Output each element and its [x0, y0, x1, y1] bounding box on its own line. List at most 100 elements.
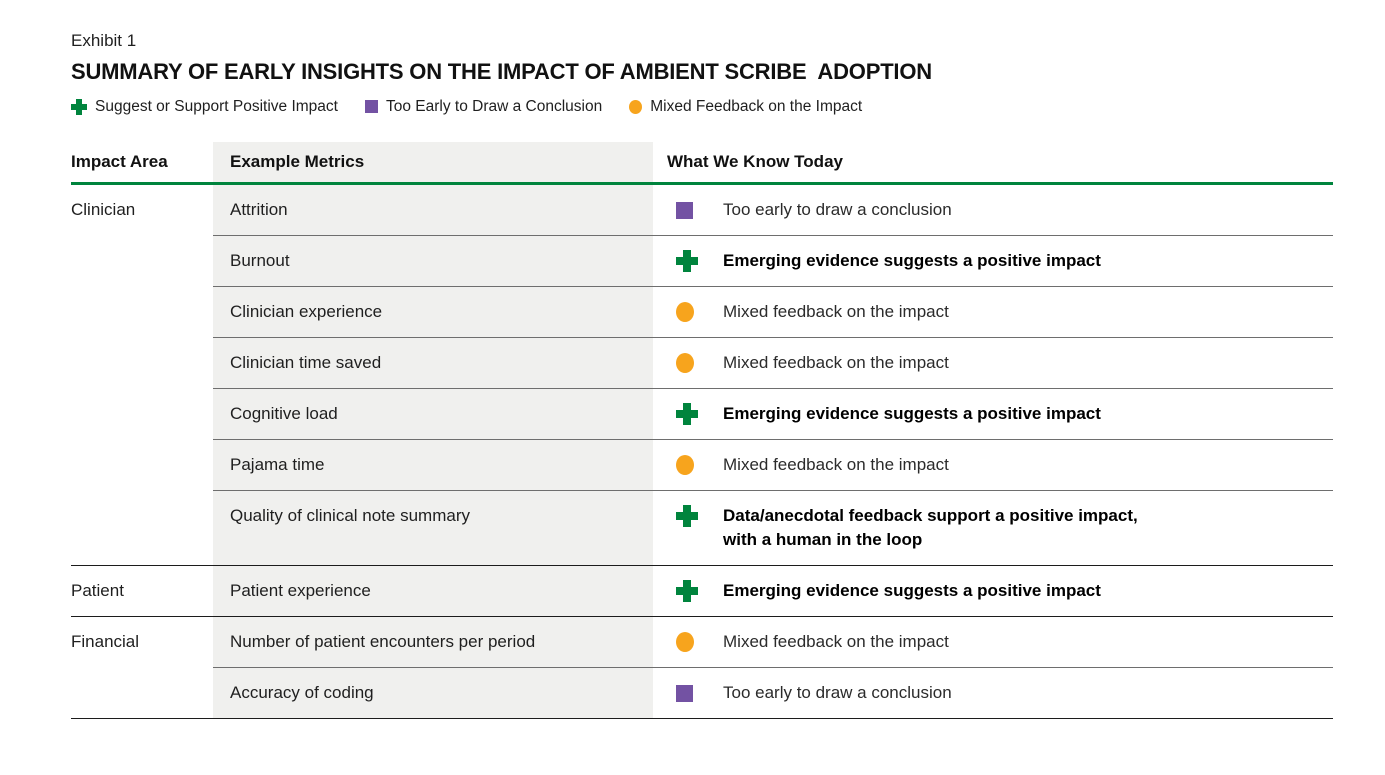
what-we-know-header-cell: What We Know Today: [667, 142, 1333, 182]
impact-area-label: Financial: [71, 632, 140, 651]
impact-area-cell: [71, 439, 213, 490]
table-group: Patient Patient experience Emerging evid…: [71, 565, 1333, 616]
impact-area-label: Patient: [71, 581, 124, 600]
status-text: Emerging evidence suggests a positive im…: [723, 404, 1101, 423]
status-cell: Data/anecdotal feedback support a positi…: [667, 491, 1333, 565]
status-icon-wrap: [667, 579, 723, 603]
status-icon-wrap: [667, 681, 723, 705]
legend-item-mixed: Mixed Feedback on the Impact: [629, 97, 862, 116]
column-gap: [653, 338, 667, 388]
metric-label: Clinician experience: [230, 302, 383, 321]
status-cell: Too early to draw a conclusion: [667, 185, 1333, 235]
status-cell: Emerging evidence suggests a positive im…: [667, 236, 1333, 286]
impact-area-cell: [71, 235, 213, 286]
impact-area-cell: [71, 286, 213, 337]
metric-cell: Cognitive load: [213, 389, 653, 439]
table-header-row: Impact Area Example Metrics What We Know…: [71, 142, 1333, 185]
status-text: Mixed feedback on the impact: [723, 632, 949, 651]
legend-item-positive: Suggest or Support Positive Impact: [71, 97, 338, 116]
table-group: Clinician Attrition Too early to draw a …: [71, 185, 1333, 565]
impact-area-header-cell: Impact Area: [71, 142, 213, 182]
impact-area-cell: [71, 337, 213, 388]
impact-area-cell: Patient: [71, 566, 213, 616]
table-row: Patient Patient experience Emerging evid…: [71, 566, 1333, 616]
square-icon: [676, 201, 693, 219]
status-cell: Emerging evidence suggests a positive im…: [667, 389, 1333, 439]
circle-icon: [629, 99, 643, 114]
impact-area-cell: [71, 388, 213, 439]
status-icon-wrap: [667, 630, 723, 654]
impact-area-cell: Financial: [71, 617, 213, 667]
status-icon-wrap: [667, 504, 723, 528]
metric-cell: Number of patient encounters per period: [213, 617, 653, 667]
table-row: Burnout Emerging evidence suggests a pos…: [71, 235, 1333, 286]
table-row: Clinician experience Mixed feedback on t…: [71, 286, 1333, 337]
metric-label: Quality of clinical note summary: [230, 506, 470, 525]
legend-label: Too Early to Draw a Conclusion: [385, 98, 603, 115]
metric-label: Accuracy of coding: [230, 683, 374, 702]
column-header-example-metrics: Example Metrics: [230, 152, 365, 171]
column-gap: [653, 668, 667, 718]
metric-label: Number of patient encounters per period: [230, 632, 536, 651]
circle-icon: [676, 632, 694, 652]
metric-cell: Patient experience: [213, 566, 653, 616]
status-text: Data/anecdotal feedback support a positi…: [723, 506, 1138, 549]
column-gap: [653, 440, 667, 490]
metric-cell: Burnout: [213, 236, 653, 286]
impact-area-cell: [71, 667, 213, 718]
column-gap: [653, 142, 667, 182]
example-metrics-header-cell: Example Metrics: [213, 142, 653, 182]
table-row: Clinician Attrition Too early to draw a …: [71, 185, 1333, 235]
table-row: Cognitive load Emerging evidence suggest…: [71, 388, 1333, 439]
legend: Suggest or Support Positive Impact Too E…: [71, 97, 1333, 116]
status-text: Mixed feedback on the impact: [723, 455, 949, 474]
column-gap: [653, 287, 667, 337]
column-gap: [653, 491, 667, 565]
status-icon-wrap: [667, 198, 723, 222]
square-icon: [364, 100, 378, 113]
impact-area-cell: [71, 490, 213, 565]
status-icon-wrap: [667, 300, 723, 324]
plus-icon: [676, 250, 698, 272]
status-text: Mixed feedback on the impact: [723, 353, 949, 372]
circle-icon: [676, 353, 694, 373]
status-text: Too early to draw a conclusion: [723, 683, 952, 702]
status-cell: Mixed feedback on the impact: [667, 440, 1333, 490]
status-icon-wrap: [667, 453, 723, 477]
exhibit-page: Exhibit 1 SUMMARY OF EARLY INSIGHTS ON T…: [0, 0, 1385, 719]
impact-table: Impact Area Example Metrics What We Know…: [71, 142, 1333, 719]
impact-area-label: Clinician: [71, 200, 136, 219]
status-text: Emerging evidence suggests a positive im…: [723, 581, 1101, 600]
column-header-impact-area: Impact Area: [71, 152, 168, 171]
table-row: Financial Number of patient encounters p…: [71, 617, 1333, 667]
metric-cell: Accuracy of coding: [213, 668, 653, 718]
plus-icon: [676, 505, 698, 527]
status-cell: Mixed feedback on the impact: [667, 287, 1333, 337]
status-cell: Mixed feedback on the impact: [667, 338, 1333, 388]
plus-icon: [676, 403, 698, 425]
table-row: Accuracy of coding Too early to draw a c…: [71, 667, 1333, 718]
metric-cell: Pajama time: [213, 440, 653, 490]
column-gap: [653, 566, 667, 616]
metric-label: Patient experience: [230, 581, 371, 600]
status-text: Too early to draw a conclusion: [723, 200, 952, 219]
status-text: Emerging evidence suggests a positive im…: [723, 251, 1101, 270]
metric-cell: Clinician time saved: [213, 338, 653, 388]
plus-icon: [676, 580, 698, 602]
table-row: Clinician time saved Mixed feedback on t…: [71, 337, 1333, 388]
table-group: Financial Number of patient encounters p…: [71, 616, 1333, 718]
metric-cell: Attrition: [213, 185, 653, 235]
status-icon-wrap: [667, 351, 723, 375]
metric-label: Burnout: [230, 251, 290, 270]
column-gap: [653, 617, 667, 667]
column-gap: [653, 185, 667, 235]
plus-icon: [71, 99, 87, 115]
column-gap: [653, 236, 667, 286]
metric-cell: Quality of clinical note summary: [213, 491, 653, 565]
metric-cell: Clinician experience: [213, 287, 653, 337]
metric-label: Clinician time saved: [230, 353, 382, 372]
circle-icon: [676, 455, 694, 475]
page-title: SUMMARY OF EARLY INSIGHTS ON THE IMPACT …: [71, 59, 932, 84]
status-cell: Mixed feedback on the impact: [667, 617, 1333, 667]
legend-label: Mixed Feedback on the Impact: [650, 98, 863, 115]
